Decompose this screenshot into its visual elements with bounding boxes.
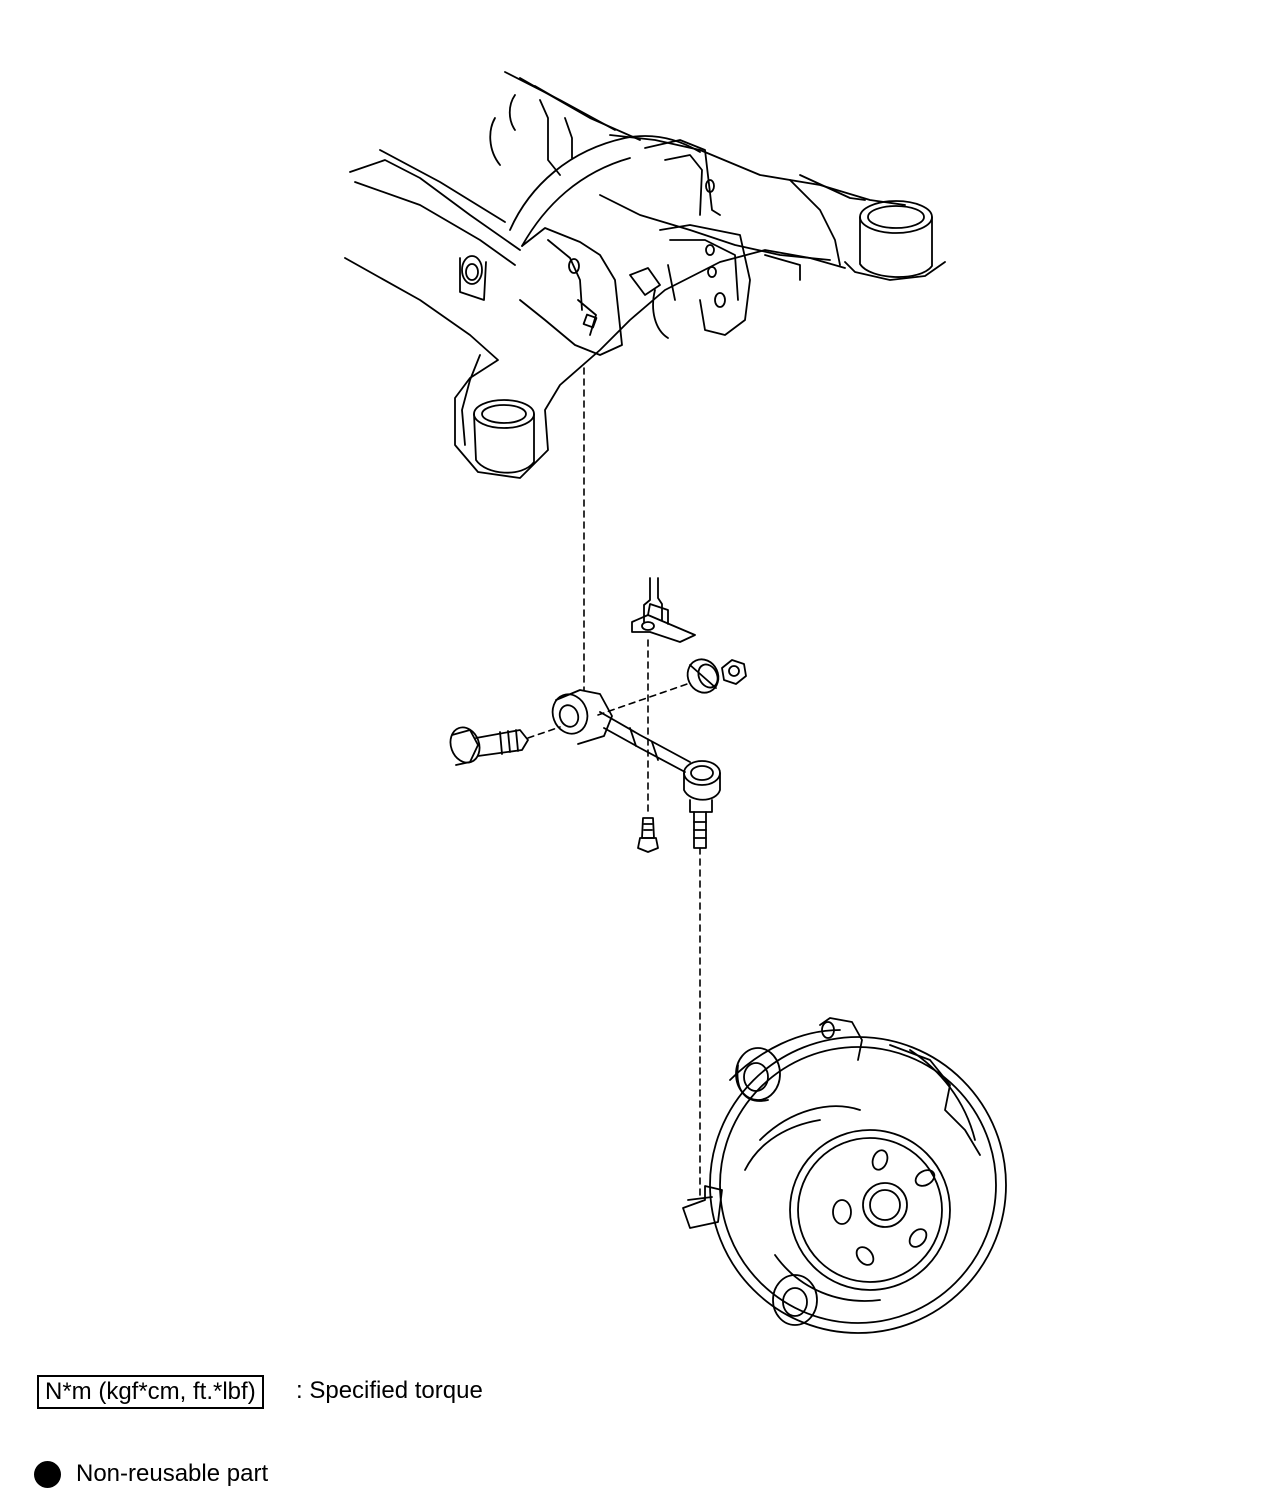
- lateral-control-arm: [551, 689, 721, 849]
- torque-legend-box: N*m (kgf*cm, ft.*lbf): [37, 1375, 264, 1409]
- torque-legend-label: : Specified torque: [296, 1377, 483, 1404]
- nut: [721, 659, 747, 685]
- non-reusable-bullet-icon: [34, 1461, 61, 1488]
- small-bolt: [637, 817, 659, 853]
- rear-suspension-member: [344, 71, 946, 479]
- rear-axle-carrier: [682, 1017, 1007, 1334]
- height-sensor-bracket: [631, 577, 696, 643]
- adjusting-cam-washer: [686, 658, 720, 694]
- adjusting-bolt: [449, 726, 529, 766]
- non-reusable-legend-label: Non-reusable part: [76, 1460, 269, 1487]
- assembly-guide-lines: [527, 367, 701, 1196]
